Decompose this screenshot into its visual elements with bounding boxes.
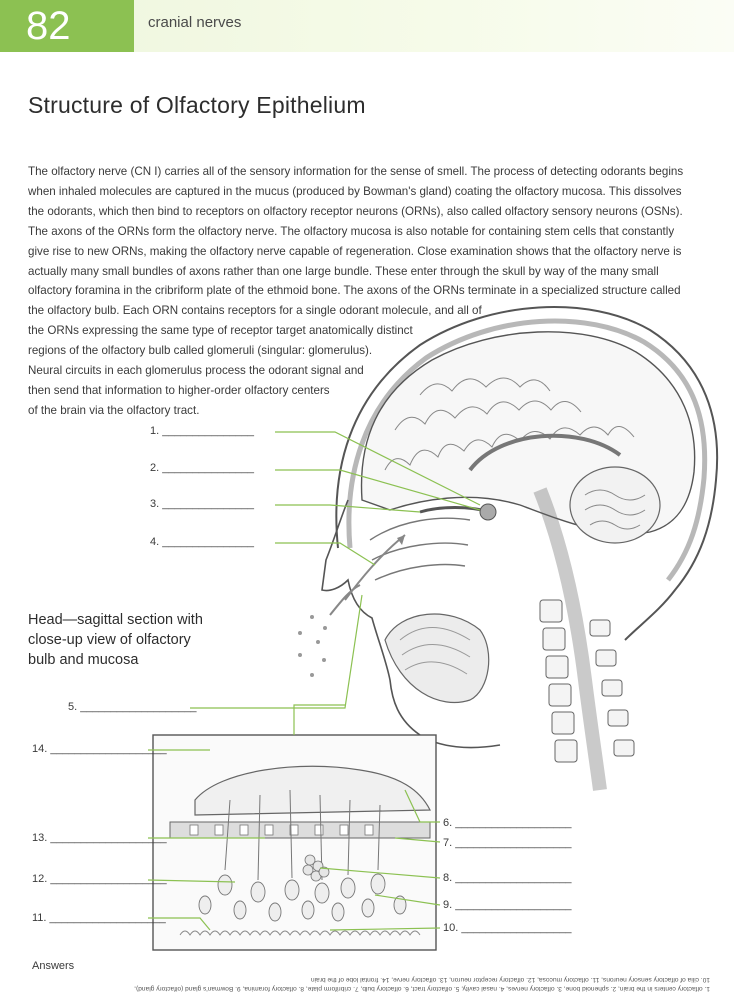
inset-cribriform-plate (169, 821, 431, 839)
nasal-cavity (369, 517, 471, 581)
body-line: of the brain via the olfactory tract. (28, 403, 200, 417)
airflow-arrowhead (397, 535, 405, 545)
figure-caption: Head—sagittal section with close-up view… (28, 610, 203, 670)
cerebellum (569, 466, 661, 544)
brainstem (533, 487, 607, 791)
page-number: 82 (0, 0, 134, 52)
label-blank-11[interactable]: 11. ___________________ (32, 912, 166, 924)
brain-gyri (384, 377, 635, 471)
cerebellum-folds (584, 489, 646, 530)
tongue-lines (399, 627, 471, 675)
skull-outline (335, 306, 719, 641)
olfactory-bulb (479, 503, 497, 521)
label-blank-5[interactable]: 5. ___________________ (68, 701, 197, 713)
vertebrae (539, 599, 635, 763)
inset-foramina (189, 824, 374, 836)
body-text: The olfactory nerve (CN I) carries all o… (28, 162, 708, 421)
label-blank-7[interactable]: 7. ___________________ (443, 837, 572, 849)
label-blank-12[interactable]: 12. ___________________ (32, 873, 167, 885)
body-line: give rise to new ORNs, making the olfact… (28, 244, 682, 258)
label-blank-10[interactable]: 10. __________________ (443, 922, 572, 934)
body-line: The olfactory nerve (CN I) carries all o… (28, 165, 684, 178)
label-blank-6[interactable]: 6. ___________________ (443, 817, 572, 829)
answers-line: 1. olfactory centers in the brain, 2. sp… (134, 985, 710, 992)
label-blank-4[interactable]: 4. _______________ (150, 536, 254, 548)
label-blank-3[interactable]: 3. _______________ (150, 498, 254, 510)
body-line: Neural circuits in each glomerulus proce… (28, 364, 364, 378)
body-line: The axons of the ORNs form the olfactory… (28, 224, 675, 238)
body-line: the ORNs expressing the same type of rec… (28, 324, 413, 338)
body-line: the odorants, which then bind to recepto… (28, 204, 683, 218)
inset-cell-bodies (198, 873, 407, 922)
answers-text: 1. olfactory centers in the brain, 2. sp… (30, 975, 710, 993)
caption-line: bulb and mucosa (28, 652, 139, 668)
section-name: cranial nerves (148, 14, 242, 31)
body-line: regions of the olfactory bulb called glo… (28, 344, 373, 358)
label-blank-2[interactable]: 2. _______________ (150, 462, 254, 474)
skull-inner (346, 318, 708, 582)
odorant-molecules (298, 615, 327, 677)
body-line: actually many small bundles of axons rat… (28, 264, 659, 278)
body-line: then send that information to higher-ord… (28, 383, 330, 397)
body-line: olfactory foramina in the cribriform pla… (28, 284, 681, 298)
corpus-callosum (468, 433, 622, 472)
caption-line: close-up view of olfactory (28, 632, 191, 648)
answers-line: 10. cilia of olfactory sensory neurons, … (310, 976, 710, 983)
page-title: Structure of Olfactory Epithelium (28, 92, 366, 118)
body-line: when inhaled molecules are captured in t… (28, 184, 682, 198)
airflow-arrow (329, 584, 361, 616)
airflow-arrow (344, 534, 406, 601)
label-blank-13[interactable]: 13. ___________________ (32, 832, 167, 844)
body-line: the olfactory bulb. Each ORN contains re… (28, 304, 482, 318)
inset-bulb (194, 765, 431, 816)
leader-lines-inset (147, 749, 441, 931)
inset-cilia (179, 930, 421, 936)
label-blank-1[interactable]: 1. _______________ (150, 425, 254, 437)
label-blank-14[interactable]: 14. ___________________ (32, 743, 167, 755)
label-blank-9[interactable]: 9. ___________________ (443, 899, 572, 911)
caption-line: Head—sagittal section with (28, 612, 203, 628)
inset-connector (293, 704, 345, 735)
leader-lines-upper (190, 431, 481, 709)
label-blank-8[interactable]: 8. ___________________ (443, 872, 572, 884)
answers-title: Answers (32, 960, 75, 972)
